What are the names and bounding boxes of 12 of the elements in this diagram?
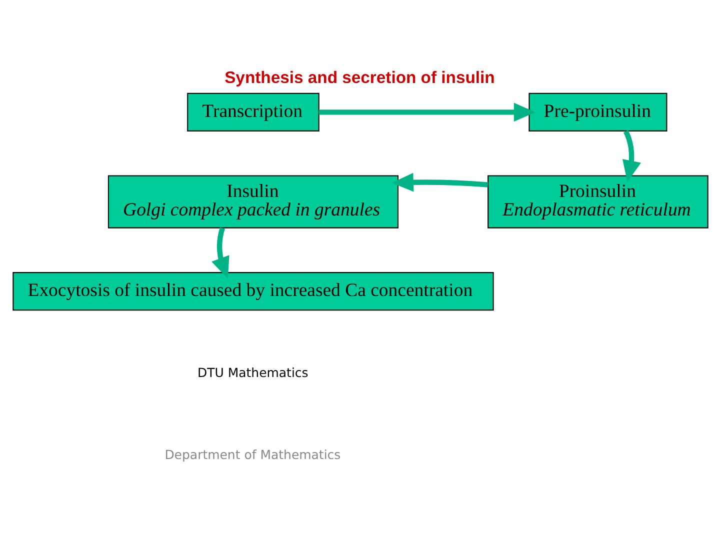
arrow [318,102,535,122]
node-box: Proinsulin Endoplasmatic reticulum [487,174,708,228]
node-box: Exocytosis of insulin caused by increased Ca concentration [12,272,494,310]
node-box: Insulin Golgi complex packed in granules [107,174,398,228]
arrow [211,226,229,278]
label: Department of Mathematics [164,446,340,462]
label: DTU Mathematics [197,364,308,380]
diagram-title: Synthesis and secretion of insulin [224,67,494,86]
node-box: Pre-proinsulin [528,92,667,131]
node-box: Transcription [186,92,319,131]
arrow [391,172,488,192]
arrow [622,130,640,182]
